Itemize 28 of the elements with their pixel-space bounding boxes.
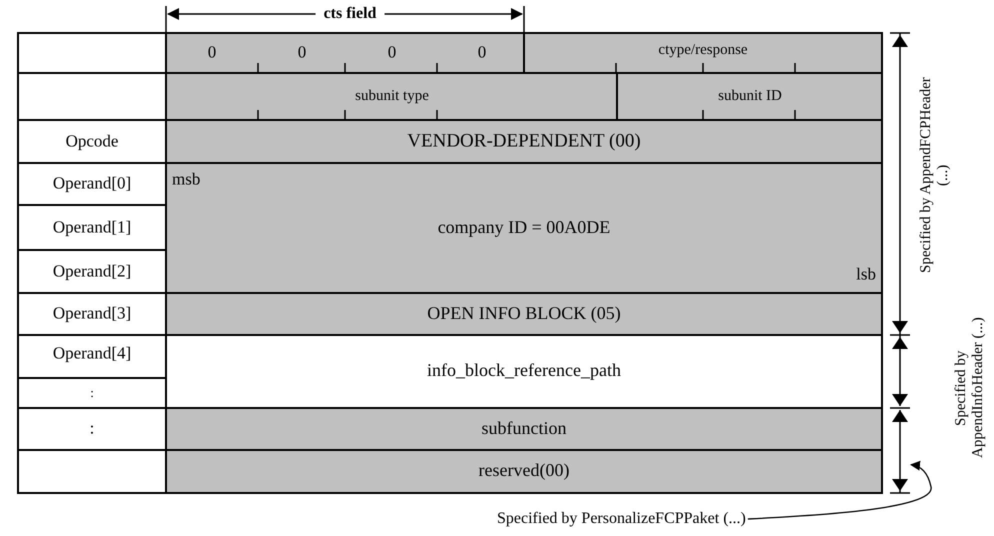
row-label: Operand[4] xyxy=(52,344,132,364)
annotation-text: Specified by PersonalizeFCPPaket (...) xyxy=(497,510,746,528)
dimension-segment xyxy=(890,410,910,494)
row-label: : xyxy=(90,386,94,400)
row-label: Operand[3] xyxy=(52,304,132,324)
bit-value: 0 xyxy=(298,44,306,62)
bit-value: 0 xyxy=(208,44,216,62)
row-label: : xyxy=(90,420,94,438)
row-label: Operand[2] xyxy=(52,262,132,282)
row-label: Operand[0] xyxy=(52,174,132,194)
bit-value: 0 xyxy=(388,44,396,62)
field-label: subunit ID xyxy=(718,88,782,104)
dimension-label: Specified by AppendInfoHeader (...) xyxy=(952,316,987,460)
field-label: reserved(00) xyxy=(478,461,570,481)
bit-order-label: lsb xyxy=(856,266,876,284)
field-label: ctype/response xyxy=(658,42,748,58)
bit-value: 0 xyxy=(478,44,486,62)
bit-order-label: msb xyxy=(172,170,200,190)
field-label: info_block_reference_path xyxy=(427,361,621,381)
field-label: company ID = 00A0DE xyxy=(438,218,610,238)
row-label: Operand[1] xyxy=(52,218,132,238)
field-label: VENDOR-DEPENDENT (00) xyxy=(407,132,641,152)
leader-arrow xyxy=(748,461,932,520)
row-label: Opcode xyxy=(66,132,118,152)
field-label: OPEN INFO BLOCK (05) xyxy=(427,304,621,324)
field-label: subfunction xyxy=(482,419,566,439)
dimension-label: Specified by AppendFCPHeader (...) xyxy=(918,76,952,275)
field-label: subunit type xyxy=(355,88,429,104)
